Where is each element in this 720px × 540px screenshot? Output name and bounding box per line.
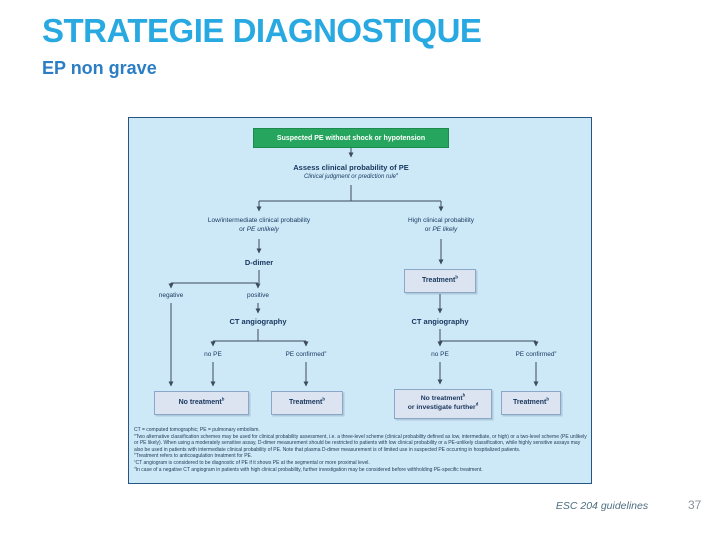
pe-confirmed-right-label: PE confirmedc [515, 348, 557, 358]
slide-title: STRATEGIE DIAGNOSTIQUE [42, 12, 482, 49]
start-node-suspected-pe: Suspected PE without shock or hypotensio… [253, 128, 449, 148]
no-treatment-node-left: No treatmentb [154, 391, 249, 415]
assess-probability-label: Assess clinical probability of PE [293, 163, 409, 172]
d-dimer-negative-label: negative [158, 292, 184, 299]
high-probability-label: High clinical probability or PE likely [407, 217, 475, 233]
no-treatment-or-investigate-node: No treatmentb or investigate furtherd [394, 389, 492, 419]
treatment-node-left: Treatmentb [271, 391, 343, 415]
footnote-c: cCT angiogram is considered to be diagno… [134, 458, 370, 466]
start-node-label: Suspected PE without shock or hypotensio… [276, 134, 426, 142]
assess-probability-sublabel: Clinical judgment or prediction rulea [303, 172, 399, 180]
source-citation: ESC 204 guidelines [555, 500, 649, 512]
ct-angiography-right-label: CT angiography [411, 317, 469, 326]
flowchart-footnotes: CT = computed tomographic; PE = pulmonar… [134, 427, 588, 473]
ct-angiography-left-label: CT angiography [229, 317, 287, 326]
connectors [168, 148, 539, 387]
page-number: 37 [688, 498, 702, 512]
low-probability-label: Low/intermediate clinical probability or… [207, 217, 311, 233]
flowchart-panel: Suspected PE without shock or hypotensio… [128, 117, 592, 484]
d-dimer-positive-label: positive [246, 292, 270, 299]
footnote-b: bTreatment refers to anticoagulation tre… [134, 451, 253, 460]
pe-confirmed-left-label: PE confirmedc [285, 348, 327, 358]
flowchart-connector-lines [168, 148, 539, 387]
footnote-d: dIn case of a negative CT angiogram in p… [134, 464, 483, 473]
d-dimer-label: D-dimer [244, 258, 274, 267]
footnote-abbreviations: CT = computed tomographic; PE = pulmonar… [134, 427, 260, 433]
treatment-node-high-probability: Treatmentb [404, 269, 476, 293]
footnote-a: aTwo alternative classification schemes … [134, 431, 587, 453]
no-pe-right-label: no PE [431, 351, 449, 358]
slide-subtitle: EP non grave [42, 58, 157, 78]
treatment-node-right: Treatmentb [501, 391, 561, 415]
no-pe-left-label: no PE [204, 351, 222, 358]
